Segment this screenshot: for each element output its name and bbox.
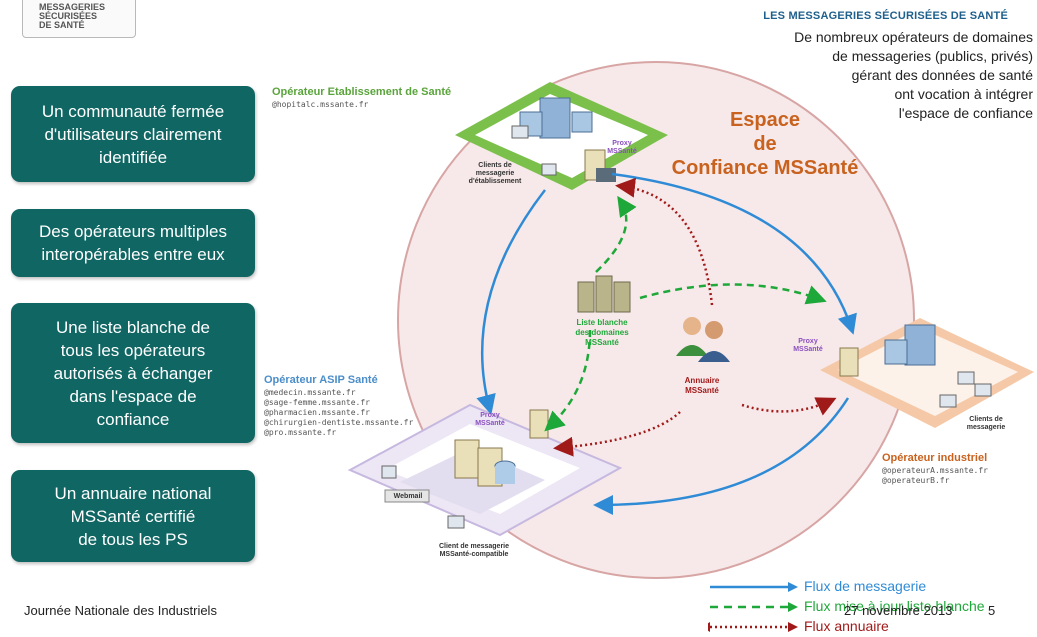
card-annuaire: Un annuaire national MSSanté certifié de… (11, 470, 255, 562)
flux-messagerie-arrow (476, 189, 546, 415)
espace-line: Confiance MSSanté (671, 157, 859, 179)
domain-text: @pro.mssante.fr (264, 428, 337, 437)
espace-line: de (753, 133, 777, 155)
header-title: LES MESSAGERIES SÉCURISÉES DE SANTÉ (763, 10, 1008, 22)
card-operateurs: Des opérateurs multiples interopérables … (11, 209, 255, 277)
label-line: Liste blanche (576, 318, 628, 327)
card-line: MSSanté certifié (70, 506, 196, 526)
logo-line: MESSAGERIES (39, 2, 106, 12)
mssante-logo: MESSAGERIES SÉCURISÉES DE SANTÉ (22, 0, 136, 38)
label-line: Annuaire (684, 376, 720, 385)
flux-annuaire-arrow (615, 177, 714, 306)
logo-line: DE SANTÉ (39, 20, 85, 30)
label-line: MSSanté (685, 386, 719, 395)
industriel-platform (820, 318, 1034, 428)
domain-text: @sage-femme.mssante.fr (264, 398, 370, 407)
legend-item-liste-blanche: Flux mise à jour liste blanche (708, 598, 1028, 616)
flux-liste-blanche-arrow (544, 329, 592, 432)
asip-platform (347, 403, 623, 537)
legend-dotted-arrow-icon (708, 622, 798, 632)
label-line: MSSanté (585, 338, 619, 347)
liste-blanche-servers (577, 275, 631, 313)
client-compatible-label: Client de messagerie MSSanté-compatible (424, 543, 524, 559)
legend-label: Flux de messagerie (804, 578, 927, 594)
flux-messagerie-arrow (611, 172, 857, 335)
label-line: Clients de (478, 162, 512, 169)
flux-messagerie-arrow (593, 397, 850, 515)
label-line: Proxy (798, 338, 818, 345)
domain-text: @hopitalc.mssante.fr (272, 100, 369, 109)
proxy-etab-label: Proxy MSSanté (602, 140, 642, 156)
domain-text: @pharmacien.mssante.fr (264, 408, 370, 417)
label-line: MSSanté-compatible (439, 551, 509, 558)
operateur-etablissement-domains: @hopitalc.mssante.fr (272, 100, 368, 110)
card-communaute: Un communauté fermée d'utilisateurs clai… (11, 86, 255, 182)
clients-etablissement-label: Clients de messagerie d'établissement (460, 162, 530, 186)
card-line: confiance (96, 409, 170, 429)
operateur-industriel-title: Opérateur industriel (882, 452, 988, 464)
card-line: Un communauté fermée (41, 101, 225, 121)
espace-confiance-title: Espace de Confiance MSSanté (660, 108, 870, 180)
logo-line: SÉCURISÉES (39, 11, 98, 21)
card-line: de tous les PS (78, 529, 188, 549)
proxy-industriel-label: Proxy MSSanté (788, 338, 828, 354)
header-line: ont vocation à intégrer (894, 86, 1033, 102)
etablissement-platform (455, 82, 668, 190)
annuaire-label: Annuaire MSSanté (672, 376, 732, 396)
proxy-asip-label: Proxy MSSanté (470, 412, 510, 428)
header-line: gérant des données de santé (851, 67, 1033, 83)
label-line: MSSanté (607, 148, 637, 155)
legend-label: Flux mise à jour liste blanche (804, 598, 985, 614)
domain-text: @operateurA.mssante.fr (882, 466, 988, 475)
legend-solid-arrow-icon (710, 582, 798, 592)
card-line: interopérables entre eux (41, 245, 225, 264)
footer-event: Journée Nationale des Industriels (24, 603, 217, 618)
label-line: messagerie (966, 424, 1006, 431)
flux-liste-blanche-arrow (639, 283, 827, 305)
card-liste-blanche: Une liste blanche de tous les opérateurs… (11, 303, 255, 443)
label-line: messagerie (475, 170, 515, 177)
legend-item-messagerie: Flux de messagerie (708, 578, 1028, 596)
label-line: d'établissement (468, 178, 522, 185)
card-line: tous les opérateurs (60, 340, 206, 360)
card-line: identifiée (98, 147, 168, 167)
operateur-industriel-domains: @operateurA.mssante.fr @operateurB.fr (882, 466, 988, 486)
webmail-label: Webmail (393, 493, 423, 500)
label-line: des domaines (575, 328, 629, 337)
card-line: d'utilisateurs clairement (44, 124, 222, 144)
operateur-asip-domains: @medecin.mssante.fr @sage-femme.mssante.… (264, 388, 413, 438)
card-line: Des opérateurs multiples (38, 222, 228, 241)
espace-line: Espace (729, 109, 801, 131)
operateur-asip-title: Opérateur ASIP Santé (264, 374, 378, 386)
legend-item-annuaire: Flux annuaire (708, 618, 1028, 636)
label-line: Proxy (480, 412, 500, 419)
annuaire-people (676, 317, 730, 362)
domain-text: @chirurgien-dentiste.mssante.fr (264, 418, 414, 427)
operateur-etablissement-title: Opérateur Etablissement de Santé (272, 86, 452, 98)
legend-label: Flux annuaire (804, 618, 889, 634)
flux-liste-blanche-arrow (595, 195, 637, 273)
label-line: Proxy (612, 140, 632, 147)
card-line: dans l'espace de (69, 386, 197, 406)
header-line: de messageries (publics, privés) (832, 48, 1033, 64)
label-line: Client de messagerie (438, 543, 510, 550)
domain-text: @medecin.mssante.fr (264, 388, 356, 397)
liste-blanche-label: Liste blanche des domaines MSSanté (562, 318, 642, 348)
legend-dashed-arrow-icon (710, 602, 798, 612)
flux-annuaire-arrow (553, 411, 681, 457)
card-line: Un annuaire national (54, 483, 212, 503)
card-line: autorisés à échanger (53, 363, 213, 383)
label-line: MSSanté (793, 346, 823, 353)
label-line: MSSanté (475, 420, 505, 427)
header-description: De nombreux opérateurs de domaines de me… (703, 28, 1033, 123)
label-line: Clients de (969, 416, 1003, 423)
footer-date: 27 novembre 2013 (844, 603, 953, 618)
footer-page-number: 5 (988, 603, 996, 618)
header-line: De nombreux opérateurs de domaines (794, 29, 1033, 45)
card-line: Une liste blanche de (55, 317, 211, 337)
clients-messagerie-label: Clients de messagerie (956, 416, 1016, 432)
domain-text: @operateurB.fr (882, 476, 950, 485)
header-line: l'espace de confiance (898, 105, 1033, 121)
